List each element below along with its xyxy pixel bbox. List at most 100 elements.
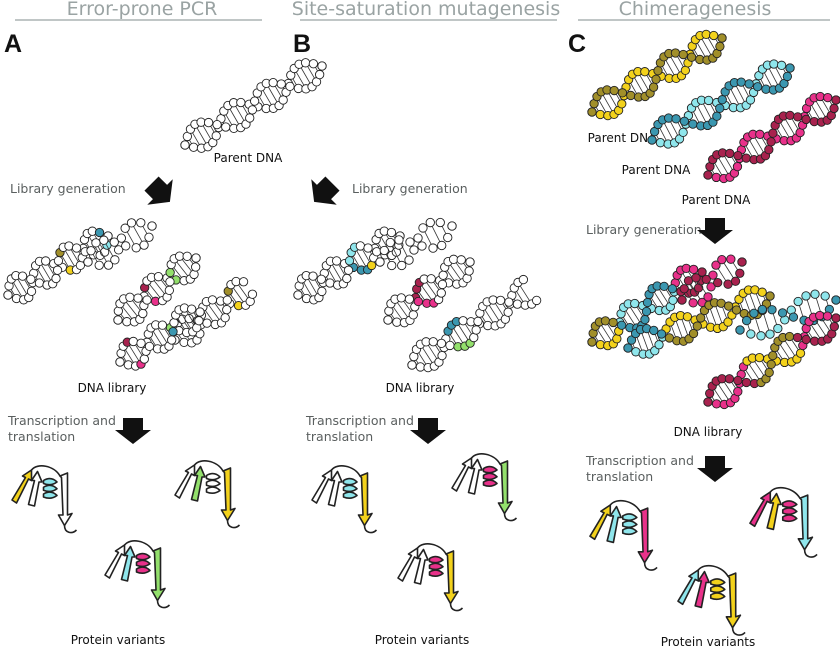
dna-bead bbox=[688, 264, 699, 274]
dna-bead bbox=[308, 59, 319, 69]
dna-bead bbox=[732, 161, 743, 172]
a-library-helix-1 bbox=[3, 226, 113, 305]
dna-bead bbox=[314, 69, 325, 80]
dna-bead bbox=[741, 315, 752, 326]
dna-bead bbox=[317, 61, 327, 71]
dna-bead bbox=[308, 271, 318, 281]
dna-bead bbox=[189, 269, 199, 280]
dna-bead bbox=[653, 66, 663, 76]
dna-bead bbox=[608, 317, 618, 328]
dna-bead bbox=[769, 59, 779, 69]
dna-bead bbox=[182, 251, 192, 261]
dna-bead bbox=[268, 77, 278, 88]
dna-bead bbox=[75, 260, 86, 271]
dna-bead bbox=[278, 95, 288, 105]
panel-b-title: Site-saturation mutagenesis bbox=[292, 0, 560, 20]
beta-strand bbox=[104, 544, 126, 579]
dna-bead bbox=[372, 247, 382, 257]
beta-strand bbox=[797, 494, 814, 551]
alpha-helix-turn bbox=[621, 520, 638, 529]
alpha-helix-turn bbox=[205, 486, 221, 494]
dna-bead bbox=[640, 67, 650, 77]
dna-bead bbox=[164, 285, 174, 296]
dna-bead bbox=[495, 295, 506, 305]
dna-bead bbox=[741, 153, 751, 163]
dna-bead bbox=[436, 338, 447, 348]
dna-bead bbox=[823, 92, 833, 103]
dna-bead bbox=[115, 357, 125, 367]
loop bbox=[470, 453, 501, 465]
dna-bead bbox=[408, 310, 418, 320]
beta-strand bbox=[413, 548, 429, 585]
a-protein-1 bbox=[11, 465, 78, 534]
dna-bead bbox=[426, 274, 436, 284]
dna-bead bbox=[366, 260, 377, 271]
dna-bead bbox=[678, 49, 688, 60]
dna-bead bbox=[437, 350, 447, 361]
alpha-helix-turn bbox=[482, 465, 498, 474]
dna-bead bbox=[300, 58, 311, 68]
dna-bead bbox=[815, 310, 825, 321]
dna-bead bbox=[731, 305, 742, 315]
dna-bead bbox=[415, 362, 426, 372]
dna-bead bbox=[677, 295, 687, 305]
dna-bead bbox=[51, 273, 61, 284]
alpha-helix-turn bbox=[621, 513, 638, 522]
dna-bead bbox=[708, 270, 718, 280]
dna-bead bbox=[409, 245, 419, 255]
dna-bead bbox=[810, 289, 820, 299]
dna-bead bbox=[793, 296, 803, 307]
dna-bead bbox=[712, 111, 722, 121]
loop bbox=[226, 520, 241, 529]
beta-strand bbox=[637, 507, 654, 564]
loop bbox=[731, 627, 746, 636]
dna-bead bbox=[626, 90, 636, 101]
dna-bead bbox=[711, 260, 721, 270]
dna-bead bbox=[703, 95, 714, 106]
beta-strand bbox=[311, 469, 333, 504]
dna-bead bbox=[659, 281, 669, 292]
protein-variants bbox=[11, 453, 818, 636]
dna-bead bbox=[438, 270, 448, 280]
panel-c-parent-dna-label-1: Parent DNA bbox=[588, 131, 657, 145]
b-library-helix-3 bbox=[407, 274, 542, 373]
dna-bead bbox=[276, 79, 286, 89]
alpha-helix-turn bbox=[135, 552, 151, 561]
dna-bead bbox=[686, 52, 697, 62]
dna-bead bbox=[801, 291, 811, 301]
alpha-helix-turn bbox=[709, 578, 726, 587]
alpha-helix-turn bbox=[342, 491, 358, 499]
dna-bead bbox=[703, 170, 713, 180]
dna-bead bbox=[651, 74, 661, 84]
dna-bead bbox=[404, 255, 414, 265]
b-protein-1 bbox=[311, 465, 378, 534]
dna-bead bbox=[136, 218, 146, 228]
c-parent-dna-pink bbox=[703, 91, 840, 184]
beta-strand bbox=[589, 504, 612, 541]
dna-bead bbox=[128, 336, 138, 347]
loop bbox=[503, 513, 518, 522]
dna-bead bbox=[691, 273, 701, 283]
dna-bead bbox=[656, 329, 667, 339]
loop bbox=[697, 564, 729, 577]
dna-bead bbox=[587, 337, 597, 347]
beta-strand bbox=[357, 472, 373, 527]
dna-bead bbox=[94, 260, 104, 270]
dna-bead bbox=[293, 290, 303, 300]
dna-bead bbox=[733, 386, 743, 397]
beta-strand bbox=[451, 457, 473, 492]
dna-bead bbox=[417, 241, 427, 251]
dna-bead bbox=[121, 241, 131, 251]
beta-strand bbox=[397, 547, 419, 582]
dna-bead bbox=[222, 295, 232, 305]
dna-bead bbox=[642, 297, 653, 308]
dna-bead bbox=[392, 317, 402, 327]
panel-c-parent-dna-label-3: Parent DNA bbox=[682, 193, 751, 207]
dna-bead bbox=[139, 240, 149, 250]
beta-strand bbox=[467, 458, 483, 495]
panel-b-protein-variants-label: Protein variants bbox=[375, 633, 470, 647]
dna-bead bbox=[724, 374, 735, 384]
dna-bead bbox=[383, 315, 393, 325]
dna-bead bbox=[776, 60, 787, 70]
